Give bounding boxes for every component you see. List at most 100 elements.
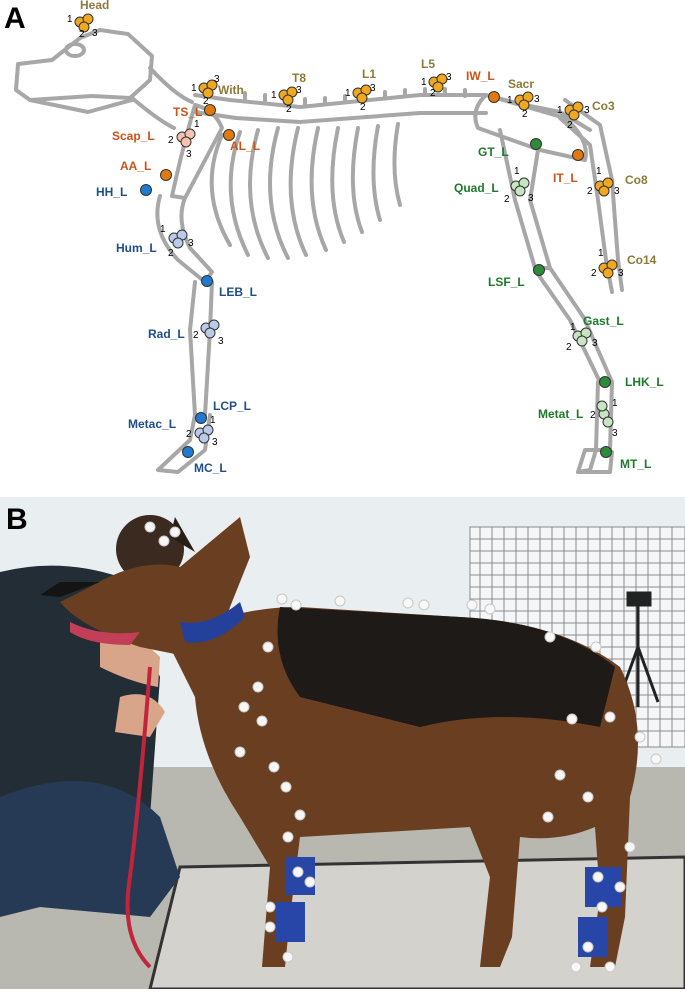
triad-sacr: 1 2 3: [507, 91, 540, 120]
triad-co14: 1 2 3: [591, 248, 624, 279]
svg-text:3: 3: [186, 149, 192, 160]
svg-text:1: 1: [514, 166, 520, 177]
marker-gt: [530, 138, 542, 150]
triad-l1: 1 2 3: [345, 83, 376, 113]
triad-co8: 1 2 3: [587, 166, 620, 197]
svg-text:1: 1: [596, 166, 602, 177]
label-hh: HH_L: [96, 185, 127, 199]
label-ts: TS_L: [173, 105, 202, 119]
marker-iw: [488, 91, 500, 103]
label-l5: L5: [421, 57, 435, 71]
marker-lcp: [195, 412, 207, 424]
marker-mc: [182, 446, 194, 458]
label-co8: Co8: [625, 173, 648, 187]
marker-mt: [600, 446, 612, 458]
svg-text:3: 3: [618, 268, 624, 279]
camera-tripod-icon: [616, 591, 660, 707]
svg-text:3: 3: [370, 83, 376, 94]
rib-5: [288, 126, 308, 257]
svg-text:1: 1: [271, 90, 277, 101]
svg-text:3: 3: [614, 186, 620, 197]
label-aa: AA_L: [120, 159, 151, 173]
rib-6: [309, 126, 328, 252]
label-co3: Co3: [592, 99, 615, 113]
label-gast: Gast_L: [583, 314, 624, 328]
svg-text:2: 2: [286, 104, 292, 115]
marker-ts: [204, 104, 216, 116]
label-mc: MC_L: [194, 461, 227, 475]
svg-text:2: 2: [590, 410, 596, 421]
svg-text:2: 2: [360, 102, 366, 113]
svg-text:3: 3: [218, 336, 224, 347]
skull-outline: [14, 28, 154, 102]
rib-4: [268, 126, 290, 260]
svg-text:3: 3: [214, 74, 220, 85]
label-co14: Co14: [627, 253, 657, 267]
svg-text:1: 1: [570, 322, 576, 333]
svg-text:1: 1: [507, 95, 513, 106]
label-lsf: LSF_L: [488, 275, 525, 289]
triad-l5: 1 2 3: [421, 72, 452, 99]
skeleton-svg: 1 2 3 1 2 3 1 2 3 1 2 3: [14, 0, 664, 475]
rib-3: [248, 128, 270, 260]
svg-text:3: 3: [446, 72, 452, 83]
triad-hum: 1 2 3: [160, 224, 194, 259]
reflective-markers: [144, 521, 662, 973]
triad-t8: 1 2 3: [271, 85, 302, 115]
svg-text:3: 3: [584, 105, 590, 116]
svg-text:2: 2: [587, 186, 593, 197]
svg-text:2: 2: [79, 29, 85, 40]
svg-text:2: 2: [186, 429, 192, 440]
triad-metat: 1 2 3: [590, 398, 618, 439]
label-with: With: [218, 83, 244, 97]
triad-gast: 1 2 3: [566, 322, 598, 353]
marker-hh: [140, 184, 152, 196]
triad-metac: 1 2 3: [186, 415, 218, 448]
svg-text:1: 1: [210, 415, 216, 426]
svg-text:3: 3: [212, 437, 218, 448]
label-scap: Scap_L: [112, 129, 155, 143]
hind-paw-outline: [576, 450, 614, 474]
panel-label-a: A: [4, 2, 26, 35]
svg-text:2: 2: [430, 88, 436, 99]
svg-text:2: 2: [168, 248, 174, 259]
marker-lsf: [533, 264, 545, 276]
svg-text:1: 1: [160, 224, 166, 235]
label-hum: Hum_L: [116, 241, 157, 255]
svg-text:3: 3: [296, 85, 302, 96]
dog-photo: [0, 497, 685, 991]
pelvis-outline: [473, 93, 588, 162]
svg-text:3: 3: [534, 94, 540, 105]
spine-outline: [193, 93, 592, 132]
marker-al: [223, 129, 235, 141]
label-iw: IW_L: [466, 69, 495, 83]
rib-10: [392, 122, 402, 207]
rib-1: [209, 133, 232, 247]
label-leb: LEB_L: [219, 285, 257, 299]
panel-label-b: B: [6, 503, 28, 536]
panel-a-skeleton-diagram: A: [4, 0, 664, 475]
label-rad: Rad_L: [148, 327, 185, 341]
label-lcp: LCP_L: [213, 399, 251, 413]
panel-b-photo: B: [0, 497, 685, 991]
rib-9: [371, 124, 382, 222]
marker-lhk: [599, 376, 611, 388]
triad-rad: 2 3: [193, 319, 224, 347]
radius-outline: [188, 280, 214, 417]
neck-outline: [130, 66, 194, 130]
label-al: AL_L: [230, 139, 260, 153]
label-metac: Metac_L: [128, 417, 176, 431]
svg-text:1: 1: [194, 119, 200, 130]
front-paw-outline: [156, 413, 212, 474]
svg-text:1: 1: [557, 105, 563, 116]
label-quad: Quad_L: [454, 181, 499, 195]
triad-co3: 1 2 3: [557, 101, 590, 131]
svg-text:2: 2: [567, 120, 573, 131]
label-gt: GT_L: [478, 145, 509, 159]
triad-scap: 1 2 3: [168, 119, 200, 160]
svg-text:2: 2: [193, 330, 199, 341]
svg-text:3: 3: [92, 28, 98, 39]
rib-2: [228, 130, 250, 257]
label-sacr: Sacr: [508, 77, 534, 91]
svg-text:2: 2: [168, 135, 174, 146]
